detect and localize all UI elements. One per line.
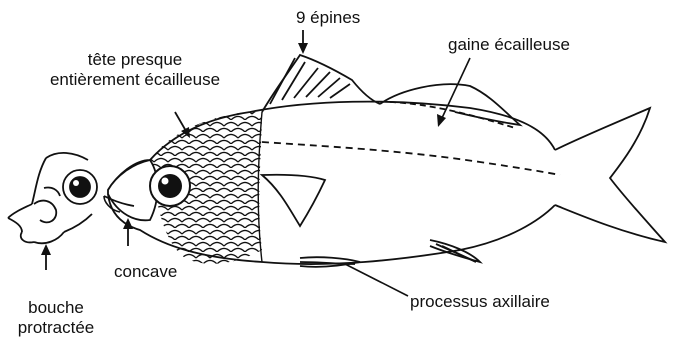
axillary-arrow bbox=[345, 264, 408, 296]
protracted-mouth-head bbox=[8, 153, 97, 243]
head-label-line2: entièrement écailleuse bbox=[20, 70, 250, 90]
sheath-label: gaine écailleuse bbox=[448, 35, 570, 55]
spines-arrow bbox=[298, 30, 308, 54]
sheath-arrow bbox=[437, 58, 470, 127]
mouth-arrow bbox=[41, 244, 51, 270]
mouth-label-line2: protractée bbox=[4, 318, 108, 338]
mouth-label: bouche protractée bbox=[4, 298, 108, 338]
concave-label: concave bbox=[114, 262, 177, 282]
spines-label: 9 épines bbox=[296, 8, 360, 28]
axillary-label: processus axillaire bbox=[410, 292, 550, 312]
mouth-label-line1: bouche bbox=[4, 298, 108, 318]
head-label: tête presque entièrement écailleuse bbox=[20, 50, 250, 90]
head-label-line1: tête presque bbox=[20, 50, 250, 70]
